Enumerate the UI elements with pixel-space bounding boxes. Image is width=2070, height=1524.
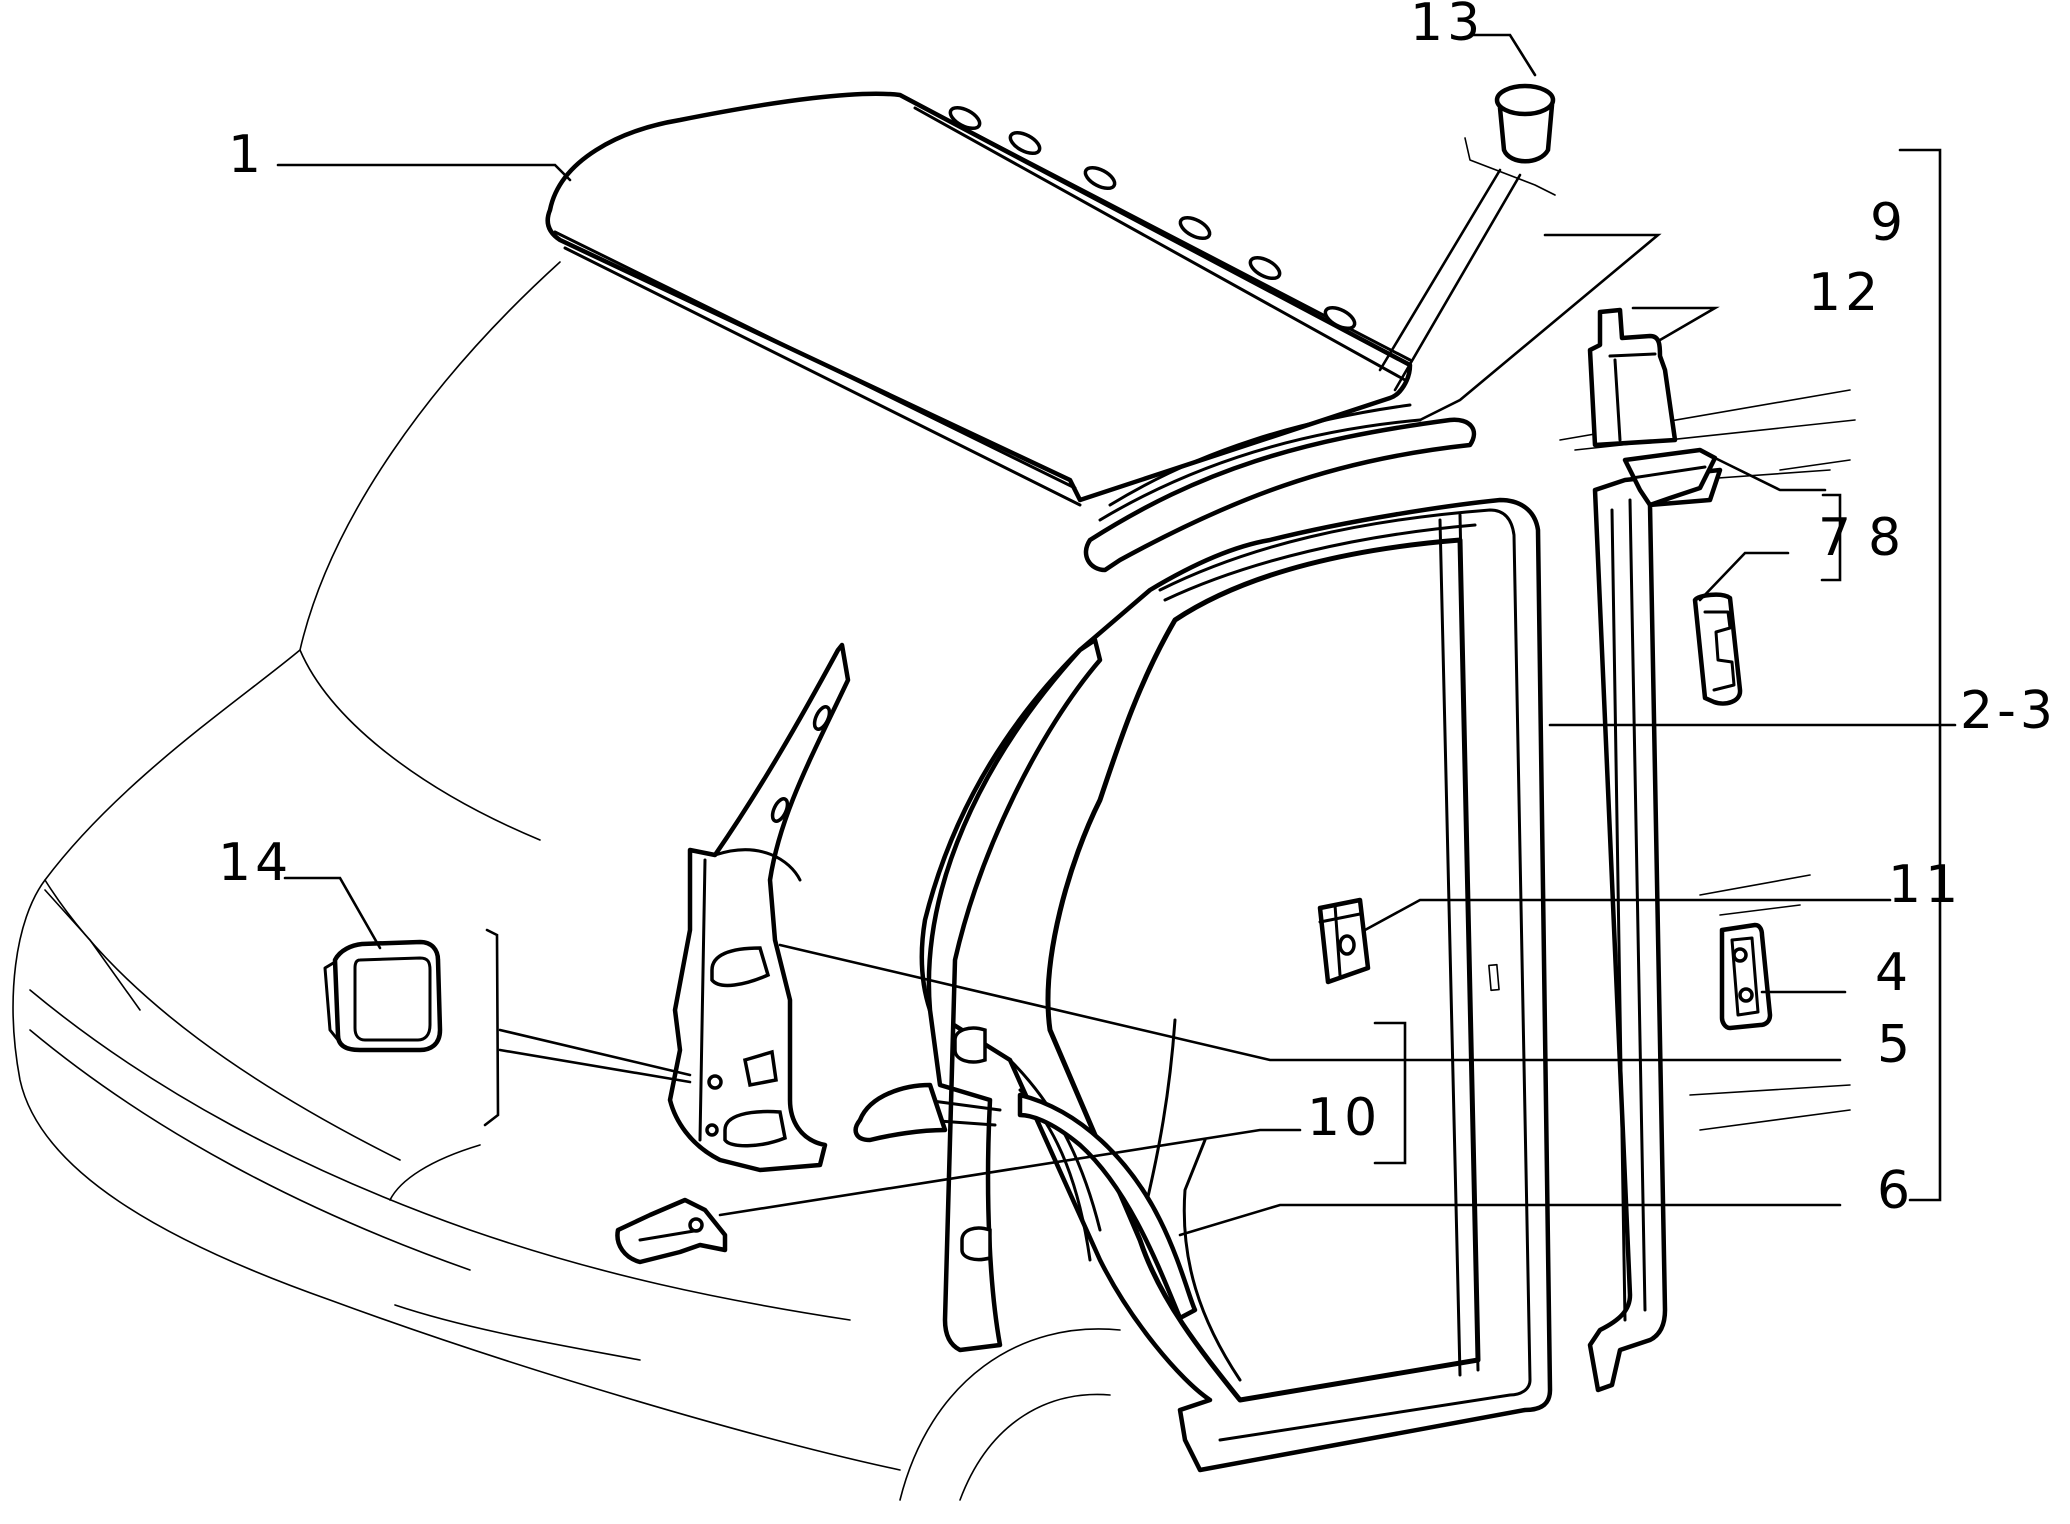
- cover-14: [323, 939, 443, 1053]
- grouping-brackets: [483, 148, 1942, 1202]
- callout-10: 10: [1307, 1088, 1381, 1148]
- leader-6: [1178, 1203, 1842, 1237]
- bracket-10: [615, 1197, 728, 1265]
- leader-9: [1418, 233, 1662, 422]
- callout-8: 8: [1868, 508, 1905, 568]
- callout-4: 4: [1875, 943, 1912, 1003]
- a-pillar-inner: [923, 637, 1103, 1353]
- leader-lines: [276, 33, 1957, 1237]
- callout-2-3: 2-3: [1960, 681, 2057, 741]
- clip-11: [1317, 897, 1371, 985]
- callout-13: 13: [1410, 0, 1484, 53]
- door-frame-2-3: [919, 497, 1553, 1473]
- callout-14: 14: [218, 833, 292, 893]
- drip-rail-9: [1083, 403, 1477, 573]
- plug-13: [1378, 83, 1556, 392]
- leader-1: [276, 163, 572, 182]
- bracket-8: [1622, 447, 1718, 508]
- leader-12: [1631, 306, 1720, 342]
- callout-5: 5: [1877, 1015, 1914, 1075]
- callout-labels: 1 13 9 12 7 8 2-3 11 4 5 10 6 14: [218, 0, 2057, 1221]
- leader-8: [1713, 456, 1827, 492]
- leader-7: [1698, 551, 1790, 602]
- leader-10: [718, 1128, 1302, 1217]
- leader-11: [1363, 898, 1892, 932]
- callout-12: 12: [1808, 263, 1882, 323]
- callout-6: 6: [1877, 1161, 1914, 1221]
- bracket-12: [1587, 307, 1678, 448]
- roof-panel: [545, 91, 1413, 507]
- leader-5c: [498, 1048, 692, 1084]
- callout-1: 1: [228, 125, 265, 185]
- plate-7: [1692, 592, 1743, 706]
- b-pillar: [1587, 467, 1723, 1393]
- leader-5b: [498, 1028, 692, 1077]
- reinforcement-5: [667, 642, 851, 1173]
- leader-5: [778, 943, 1842, 1062]
- callout-7: 7: [1818, 508, 1855, 568]
- callout-9: 9: [1870, 193, 1907, 253]
- callout-11: 11: [1888, 855, 1962, 915]
- leader-14: [283, 876, 382, 950]
- leader-13: [1468, 33, 1537, 77]
- plate-4: [1719, 922, 1773, 1031]
